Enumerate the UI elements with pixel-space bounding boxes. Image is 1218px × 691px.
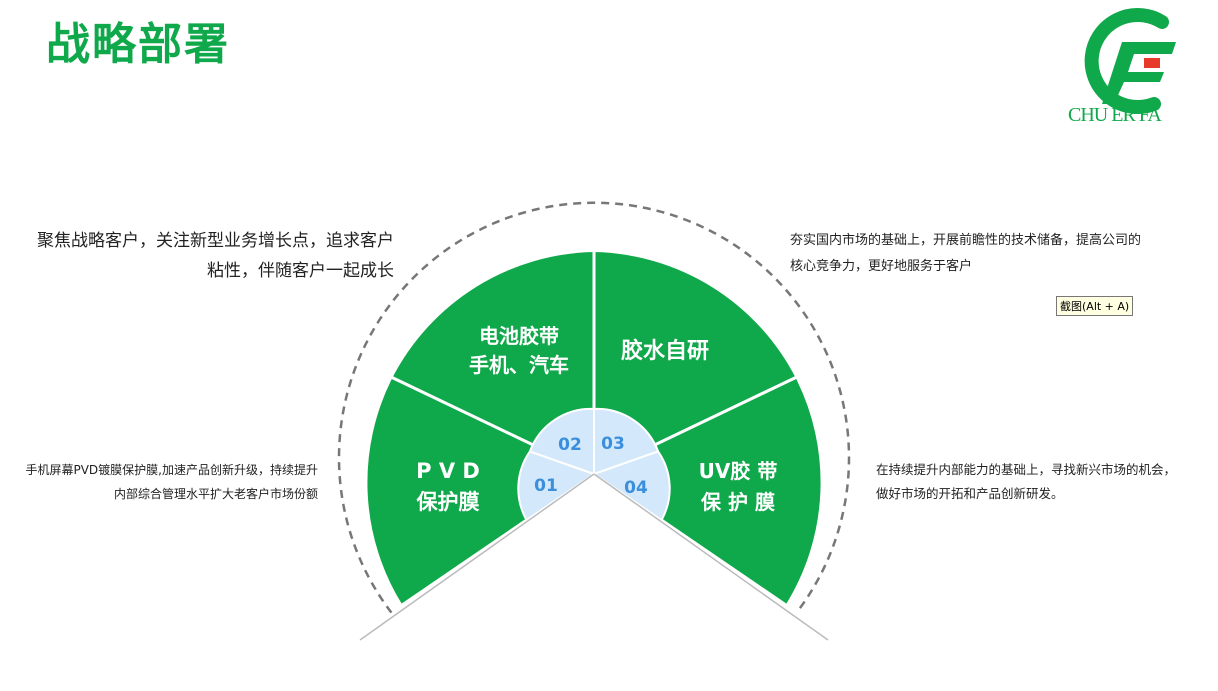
segment-04[interactable] xyxy=(591,375,824,608)
description-bottom-right: 在持续提升内部能力的基础上，寻找新兴市场的机会，做好市场的开拓和产品创新研发。 xyxy=(876,462,1177,501)
company-logo-icon xyxy=(1084,8,1176,115)
segment-04-label-line2: 保 护 膜 xyxy=(700,490,775,514)
outer-dashed-arc xyxy=(337,201,851,614)
inner-segment-03 xyxy=(593,407,660,476)
segment-03[interactable] xyxy=(592,248,799,477)
inner-segment-04 xyxy=(591,450,671,522)
description-top-right: 夯实国内市场的基础上，开展前瞻性的技术储备，提高公司的核心竞争力，更好地服务于客… xyxy=(790,233,1142,274)
segment-02-label-line2: 手机、汽车 xyxy=(469,353,569,377)
screenshot-tooltip: 截图(Alt + A) xyxy=(1056,296,1134,316)
logo-text: CHU ER FA xyxy=(1068,104,1162,126)
bottom-wedge-edges xyxy=(359,473,829,641)
segment-01-label-line1: P V D xyxy=(416,459,480,483)
inner-fan xyxy=(517,407,671,522)
segment-number-02: 02 xyxy=(558,435,582,455)
segment-number-04: 04 xyxy=(624,478,648,498)
description-top-left: 聚焦战略客户，关注新型业务增长点，追求客户粘性，伴随客户一起成长 xyxy=(37,231,394,281)
segment-number-01: 01 xyxy=(534,476,558,496)
segment-04-label-line1: UV胶 带 xyxy=(699,459,778,483)
inner-segment-01 xyxy=(517,450,597,522)
segment-02-label-line1: 电池胶带 xyxy=(479,324,559,348)
description-bottom-left: 手机屏幕PVD镀膜保护膜,加速产品创新升级，持续提升内部综合管理水平扩大老客户市… xyxy=(25,463,318,501)
segment-02[interactable] xyxy=(389,248,596,477)
page-title: 战略部署 xyxy=(46,19,230,70)
segment-03-label: 胶水自研 xyxy=(621,338,709,364)
segment-01-label-line2: 保护膜 xyxy=(416,490,480,514)
fan-segments xyxy=(364,248,824,608)
segment-number-03: 03 xyxy=(601,434,625,454)
inner-segment-02 xyxy=(528,407,595,476)
segment-01[interactable] xyxy=(364,375,597,608)
